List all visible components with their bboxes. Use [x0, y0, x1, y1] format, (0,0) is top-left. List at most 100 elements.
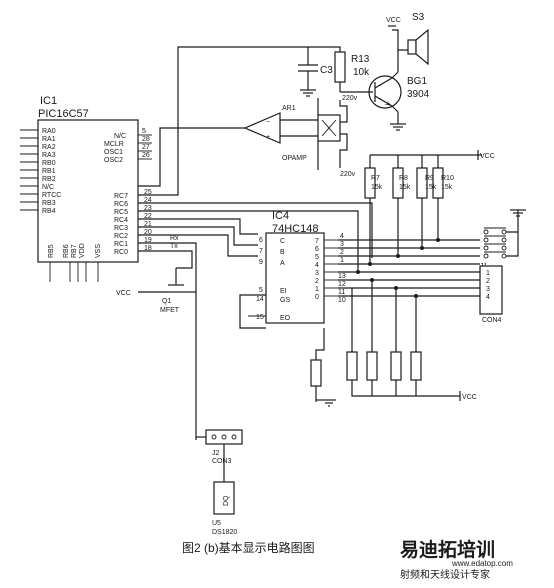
r7-resistor	[364, 167, 376, 199]
j2-u5-section: J2 CON3 DQ U5 DS1820	[196, 429, 243, 536]
ic1-pin-ra0: RA0	[42, 128, 56, 135]
ic1-part: PIC16C57	[38, 108, 89, 120]
svg-text:18: 18	[144, 245, 152, 252]
watermark-subtitle: 射频和天线设计专家	[400, 568, 490, 581]
ar1-part: OPAMP	[282, 155, 307, 162]
svg-text:+: +	[266, 134, 270, 141]
svg-text:20: 20	[144, 229, 152, 236]
r9-resistor	[416, 167, 428, 199]
watermark-url: www.edatop.com	[451, 559, 513, 568]
supply-220v-top: 220v	[342, 95, 358, 102]
svg-text:14: 14	[256, 296, 264, 303]
lower-resistors: VCC	[346, 280, 477, 401]
watermark-title: 易迪拓培训	[400, 538, 495, 561]
ic1-pin-nc2: N/C	[114, 133, 126, 140]
lower-resistor-3	[390, 351, 402, 381]
ic1-pin-vdd: VDD	[79, 243, 86, 258]
svg-text:4: 4	[486, 294, 490, 301]
ic1-pin-vss: VSS	[95, 244, 102, 258]
j2-part: CON3	[212, 458, 232, 465]
ic4-right-pins: 7 6 5 4 3 2 1 0 4 3 2 1 13 12 11 10	[315, 233, 346, 304]
ic1-pin-rb4: RB4	[42, 208, 56, 215]
ic4-pin-eo: EO	[280, 315, 291, 322]
svg-text:21: 21	[144, 221, 152, 228]
svg-text:0: 0	[315, 294, 319, 301]
svg-text:3: 3	[486, 286, 490, 293]
bg1-label: BG1	[407, 76, 427, 87]
r9-value: 15k	[425, 184, 437, 191]
ic1-pin-nc: N/C	[42, 184, 54, 191]
svg-text:7: 7	[315, 238, 319, 245]
ic1-pin-rc4: RC4	[114, 217, 128, 224]
ic1-pin-rb1: RB1	[42, 168, 56, 175]
eo-resistor	[310, 359, 322, 387]
ic4-pin-c: C	[280, 238, 285, 245]
vcc-label-top: VCC	[386, 17, 401, 24]
tx-label: Tx	[170, 243, 178, 250]
u5-pin-dq: DQ	[223, 495, 230, 506]
ic1-pin-rc3: RC3	[114, 225, 128, 232]
svg-text:5: 5	[142, 128, 146, 135]
watermark-logo: 易迪拓培训 射频和天线设计专家 www.edatop.com	[400, 538, 513, 581]
ic1-pin-rc0: RC0	[114, 249, 128, 256]
ic4-pin-gs: GS	[280, 297, 290, 304]
r10-value: 15k	[441, 184, 453, 191]
svg-text:2: 2	[315, 278, 319, 285]
q1-part: MFET	[160, 307, 180, 314]
svg-text:22: 22	[144, 213, 152, 220]
ic1-pin-rc5: RC5	[114, 209, 128, 216]
svg-text:5: 5	[259, 287, 263, 294]
u5-part: DS1820	[212, 529, 237, 536]
vcc-label-pullup: VCC	[480, 153, 495, 160]
j2-connector	[205, 429, 243, 445]
svg-text:9: 9	[259, 259, 263, 266]
r9-label: R9	[425, 175, 434, 182]
ic4-pin-ei: EI	[280, 288, 287, 295]
svg-text:6: 6	[259, 237, 263, 244]
ic1-pin-osc1: OSC1	[104, 149, 123, 156]
r7-label: R7	[371, 175, 380, 182]
q1-vcc: VCC	[116, 290, 131, 297]
svg-text:23: 23	[144, 205, 152, 212]
switch-bus: J1 1 2 3 4 CON4	[338, 209, 526, 324]
svg-text:2: 2	[486, 278, 490, 285]
svg-text:4: 4	[315, 262, 319, 269]
r13-value: 10k	[353, 67, 370, 78]
svg-text:−: −	[266, 119, 270, 126]
j1-part: CON4	[482, 317, 502, 324]
top-drive-circuit: C3 R13 10k BG1 3904 VCC S3	[138, 12, 430, 196]
ic1-pin-ra3: RA3	[42, 152, 56, 159]
svg-text:28: 28	[142, 136, 150, 143]
r7-value: 15k	[371, 184, 383, 191]
bg1-transistor	[368, 75, 402, 109]
bg1-part: 3904	[407, 89, 430, 100]
ic1-pin-ra1: RA1	[42, 136, 56, 143]
c3-label: C3	[320, 65, 333, 76]
lower-resistor-1	[346, 351, 358, 381]
ic1-pin-rc1: RC1	[114, 241, 128, 248]
svg-text:7: 7	[259, 248, 263, 255]
ar1-label: AR1	[282, 105, 296, 112]
ic1-right-rc-pins: RC7 RC6 RC5 RC4 RC3 RC2 RC1 RC0 25 24 23…	[114, 189, 152, 256]
svg-text:27: 27	[142, 144, 150, 151]
pullup-resistors: VCC R7 15k R8 15k R9 15k R10 15k	[364, 150, 495, 264]
svg-text:25: 25	[144, 189, 152, 196]
ic1-body	[37, 119, 139, 263]
ic4-pin-a: A	[280, 260, 285, 267]
r10-resistor	[432, 167, 444, 199]
ic1-pin-rb2: RB2	[42, 176, 56, 183]
lower-resistor-2	[366, 351, 378, 381]
u5-label: U5	[212, 520, 221, 527]
svg-text:11: 11	[338, 289, 345, 296]
ic1-pin-osc2: OSC2	[104, 157, 123, 164]
opamp-symbol	[243, 112, 281, 144]
r10-label: R10	[441, 175, 454, 182]
ic1-pin-rb0: RB0	[42, 160, 56, 167]
ic4-ref: IC4	[272, 210, 289, 222]
svg-text:19: 19	[144, 237, 152, 244]
svg-text:1: 1	[340, 257, 344, 264]
ic1-pin-rb3: RB3	[42, 200, 56, 207]
pushbutton-array: J1	[480, 209, 526, 270]
r13-resistor	[334, 51, 346, 83]
